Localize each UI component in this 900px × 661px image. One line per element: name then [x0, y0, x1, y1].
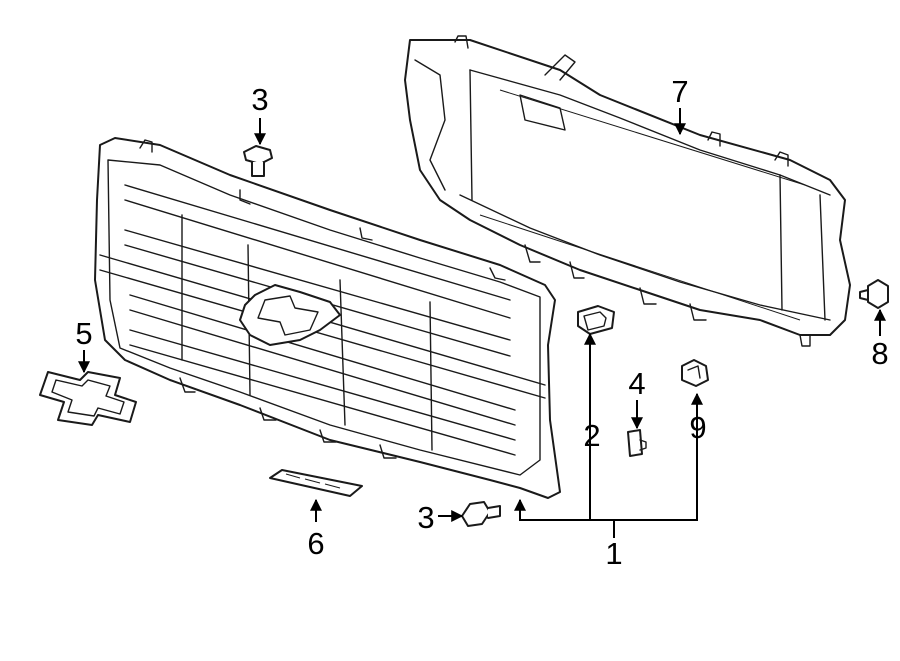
- bowtie-emblem: [39, 371, 137, 426]
- callout-3-bottom: 3: [417, 500, 434, 535]
- leader-lines: [78, 108, 886, 538]
- callout-2: 2: [583, 418, 600, 453]
- grille-assembly: [94, 137, 561, 499]
- callout-4: 4: [628, 366, 645, 401]
- callout-1: 1: [605, 536, 622, 571]
- callouts: 1 2 3 3 4 5 6 7 8 9: [75, 74, 888, 571]
- callout-9: 9: [689, 410, 706, 445]
- callout-8: 8: [871, 336, 888, 371]
- callout-3-top: 3: [251, 82, 268, 117]
- callout-6: 6: [307, 526, 324, 561]
- bolt-bottom: [461, 501, 501, 527]
- clip-9: [681, 359, 709, 387]
- callout-5: 5: [75, 316, 92, 351]
- clip-4: [627, 429, 647, 457]
- bolt-top: [243, 145, 273, 177]
- push-pin-8: [859, 279, 889, 309]
- retainer-2: [577, 305, 615, 335]
- callout-7: 7: [671, 74, 688, 109]
- z71-emblem: [269, 469, 363, 497]
